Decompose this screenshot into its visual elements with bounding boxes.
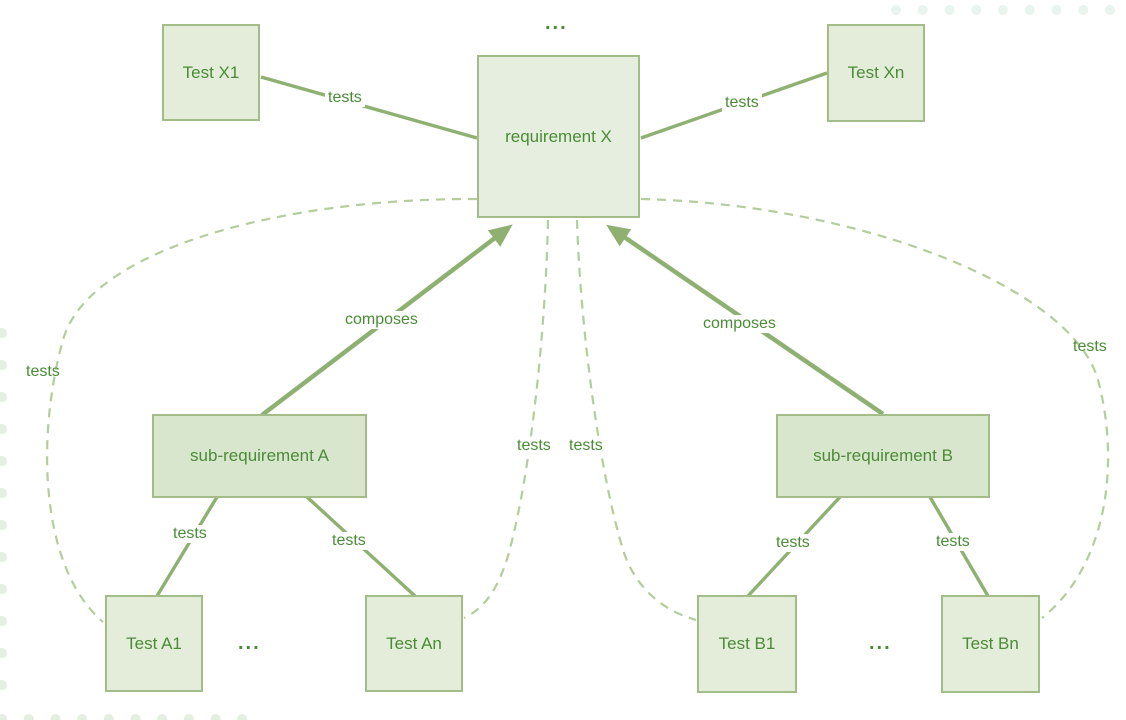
node-label: sub-requirement A [190,446,329,466]
node-label: requirement X [505,126,612,146]
decorative-dot [130,714,141,720]
decorative-dot [77,714,88,720]
edge-label-tests: tests [514,437,554,455]
decorative-dot [891,5,901,15]
decorative-dot [0,392,7,402]
decorative-dot [0,680,7,690]
decorative-dot [0,584,7,594]
node-test-b1: Test B1 [697,595,797,693]
node-test-x1: Test X1 [162,24,260,121]
decorative-dots-top [891,5,1115,15]
node-label: Test An [386,633,442,653]
edge-label-composes: composes [700,315,779,333]
node-test-xn: Test Xn [827,24,925,122]
node-label: Test A1 [126,633,182,653]
node-sub-requirement-b: sub-requirement B [776,414,990,498]
edge-test-x1-requirement-x [260,75,478,140]
edge-label-tests: tests [26,363,60,380]
edge-label-tests: tests [566,437,606,455]
edge-label-composes: composes [342,311,421,329]
decorative-dots-bottom [0,714,248,720]
decorative-dot [1105,5,1115,15]
node-label: Test Xn [847,63,905,83]
ellipsis-more-tests-b: ... [869,632,892,654]
node-test-bn: Test Bn [941,595,1040,693]
decorative-dot [971,5,982,15]
decorative-dot [103,714,114,720]
decorative-dot [0,648,7,658]
decorative-dot [1051,5,1062,15]
decorative-dot [944,5,955,15]
decorative-dot [998,5,1008,15]
decorative-dot [0,328,7,338]
decorative-dot [237,714,248,720]
edge-label-tests: tests [325,89,365,107]
node-test-an: Test An [365,595,463,692]
edge-label-tests: tests [933,533,973,551]
edge-test-b1-requirement-x-dashed [575,219,697,622]
decorative-dot [0,616,7,626]
edge-test-bn-requirement-x-dashed [640,197,1110,619]
decorative-dot [157,714,168,720]
decorative-dot [0,520,7,530]
edge-label-tests: tests [329,532,369,550]
decorative-dot [183,714,194,720]
decorative-dots-left [0,328,7,690]
edge-test-a1-requirement-x-dashed [45,197,478,623]
node-label: sub-requirement B [813,446,953,466]
decorative-dot [0,488,7,498]
decorative-dot [0,714,7,720]
decorative-dot [50,714,61,720]
decorative-dot [0,424,7,434]
decorative-dot [1024,5,1035,15]
node-label: Test X1 [182,62,240,82]
decorative-dot [210,714,221,720]
edge-label-tests: tests [773,534,813,552]
decorative-dot [0,552,7,562]
ellipsis-more-tests-a: ... [238,632,261,654]
decorative-dot [1078,5,1089,15]
node-label: Test B1 [718,634,776,654]
edge-label-tests: tests [1073,338,1107,355]
decorative-dot [917,5,928,15]
decorative-dot [23,714,34,720]
edge-label-tests: tests [722,94,762,112]
node-label: Test Bn [962,634,1019,654]
node-sub-requirement-a: sub-requirement A [152,414,367,498]
edge-test-an-requirement-x-dashed [463,219,550,620]
decorative-dot [0,360,7,370]
edge-sub-a-test-a1 [155,496,219,597]
ellipsis-more-tests-x: ... [545,12,568,34]
edge-label-tests: tests [170,525,210,543]
decorative-dot [0,456,7,466]
node-requirement-x: requirement X [477,55,640,218]
node-test-a1: Test A1 [105,595,203,692]
